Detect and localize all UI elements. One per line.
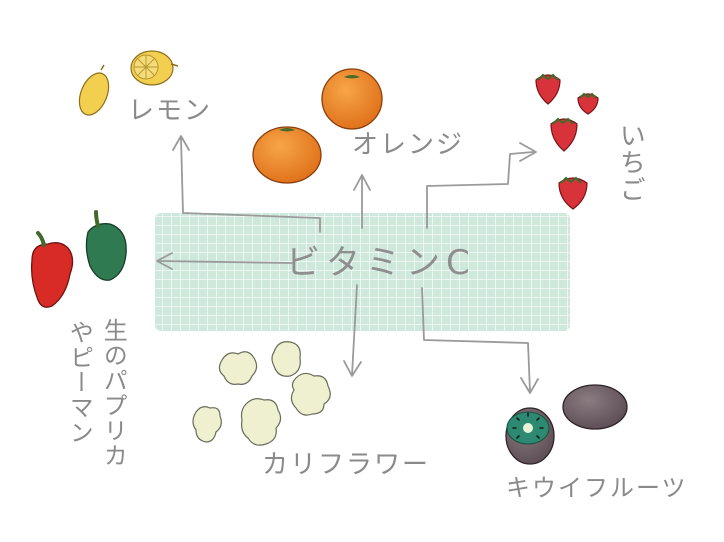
arrows [156, 135, 539, 394]
vitamin-c-grid-box [155, 213, 570, 331]
bell-pepper-icon [30, 210, 127, 308]
arrow-to-lemon [180, 137, 321, 233]
arrow-head-lemon [172, 135, 190, 151]
label-lemon: レモン [128, 96, 213, 126]
cauliflower-icon [192, 341, 331, 446]
arrow-to-strawberry [426, 151, 534, 229]
arrow-head-orange [353, 174, 371, 191]
arrow-head-cauliflower [343, 360, 362, 377]
arrow-head-strawberry [519, 142, 537, 162]
arrow-to-kiwi [421, 287, 531, 393]
orange-icon [252, 68, 383, 184]
arrow-to-cauliflower [351, 284, 358, 376]
label-paprika-line2: やピーマン [65, 320, 94, 445]
label-orange: オレンジ [352, 130, 465, 160]
arrow-head-paprika [156, 252, 173, 270]
label-paprika-line1: 生のパプリカ [99, 318, 128, 468]
lemon-icon [78, 50, 179, 116]
arrow-head-kiwi [520, 377, 539, 394]
strawberry-icon [535, 73, 599, 210]
kiwi-icon [505, 384, 628, 465]
label-strawberry: いちご [615, 122, 646, 203]
arrow-to-paprika [157, 260, 293, 264]
label-kiwi: キウイフルーツ [506, 474, 688, 502]
center-label: ビタミンC [286, 243, 476, 283]
label-cauliflower: カリフラワー [262, 450, 431, 480]
